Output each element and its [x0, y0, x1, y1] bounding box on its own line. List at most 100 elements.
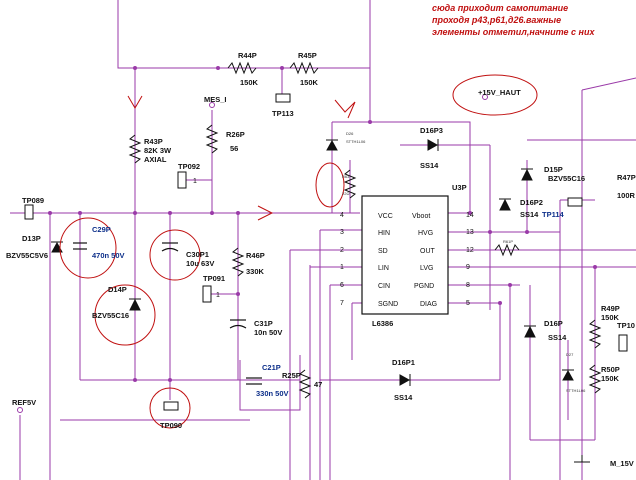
r43p-arrow	[127, 95, 143, 109]
ic-pin-name: VCC	[378, 213, 393, 220]
junction	[368, 120, 372, 124]
junction	[133, 211, 137, 215]
haut-circle	[452, 74, 538, 116]
junction	[48, 211, 52, 215]
note-line-2: проходя р43,р61,д26.важные	[432, 15, 561, 25]
d26-value: STTH1L06	[346, 139, 366, 144]
r43p-label: R43P	[144, 137, 163, 146]
r46p-value: 330K	[246, 267, 265, 276]
junction	[236, 211, 240, 215]
r63-label: R63	[342, 174, 350, 179]
d14p-circle	[94, 284, 156, 346]
right-top-wire	[581, 77, 636, 91]
d26-label: D26	[346, 131, 354, 136]
c31p-value: 10n 50V	[254, 328, 282, 337]
ic-body	[361, 195, 449, 315]
ic-pin-name: SGND	[378, 301, 398, 308]
r26p-label: R26P	[226, 130, 245, 139]
r25p-symbol	[298, 369, 312, 399]
ic-pin-num: 12	[466, 247, 474, 254]
r50p-symbol	[588, 364, 602, 394]
junction	[488, 230, 492, 234]
tp114-box	[567, 197, 583, 207]
capacitors	[73, 242, 262, 385]
note-line-3: элементы отметил,начните с них	[432, 27, 595, 37]
tp092-pin: 1	[193, 178, 197, 185]
d14p-value: BZV55C16	[92, 311, 129, 320]
junction	[525, 230, 529, 234]
r63-value: 22Ω	[342, 191, 349, 196]
ic-pin-name: CIN	[378, 283, 390, 290]
junction	[280, 66, 284, 70]
r43p-symbol	[128, 134, 142, 164]
tp089-label: TP089	[22, 196, 44, 205]
d16p2-label: D16P2	[520, 198, 543, 207]
ic-pin-num: 5	[466, 300, 470, 307]
ic-pin-name: LIN	[378, 265, 389, 272]
mes-i-probe	[209, 102, 215, 108]
tp090-label: TP090	[160, 421, 182, 430]
junction	[468, 211, 472, 215]
r26p-symbol	[205, 124, 219, 154]
ic-pin-num: 9	[466, 264, 470, 271]
c30p1-plate-b	[161, 247, 179, 252]
c31p-plate-b	[229, 324, 247, 329]
d16p1-symbol	[399, 374, 411, 386]
r46p-symbol	[231, 247, 245, 277]
haut-probe	[482, 94, 488, 100]
d16p1-value: SS14	[394, 393, 413, 402]
mes-i-label: MES_I	[204, 95, 227, 104]
junction	[498, 301, 502, 305]
ic-pin-name: HIN	[378, 230, 390, 237]
d15p-symbol	[521, 168, 533, 181]
ic-pin-name: OUT	[420, 248, 436, 255]
r47p-value: 100R	[617, 191, 636, 200]
ic-pin-name: PGND	[414, 283, 434, 290]
ic-pin-name: HVG	[418, 230, 433, 237]
ic-pin-num: 7	[340, 300, 344, 307]
ic-pin-name: Vboot	[412, 213, 430, 220]
tp089-box	[24, 204, 34, 220]
c30p1-circle	[149, 229, 201, 281]
ic-ref: U3P	[452, 183, 467, 192]
d27-label: D27	[566, 352, 574, 357]
d13p-value: BZV55C5V6	[6, 251, 48, 260]
r50p-label: R50P	[601, 365, 620, 374]
top-frame-wire	[117, 0, 371, 69]
r26p-value: 56	[230, 144, 238, 153]
ic-part: L6386	[372, 319, 393, 328]
junction	[210, 211, 214, 215]
d13p-symbol	[51, 241, 63, 253]
tp092-box	[177, 171, 187, 189]
r44p-label: R44P	[238, 51, 257, 60]
junction	[216, 66, 220, 70]
r25p-value: 47	[314, 380, 322, 389]
r61-label: R61P	[503, 239, 513, 244]
junction	[593, 265, 597, 269]
red-markup	[59, 74, 538, 429]
resistors	[128, 61, 602, 399]
ic-pin-name: LVG	[420, 265, 434, 272]
ic-pin-num: 8	[466, 282, 470, 289]
r47p-label: R47P	[617, 173, 636, 182]
d16p2-value: SS14	[520, 210, 539, 219]
junctions	[48, 66, 597, 382]
junction	[133, 66, 137, 70]
tp091-label: TP091	[203, 274, 225, 283]
note-line-1: сюда приходит самопитание	[432, 3, 568, 13]
c29p-circle	[59, 217, 117, 279]
junction	[168, 378, 172, 382]
d13p-label: D13P	[22, 234, 41, 243]
tp090-box	[163, 401, 179, 411]
m15v-label: M_15V	[610, 459, 634, 468]
d15p-label: D15P	[544, 165, 563, 174]
diodes	[51, 139, 574, 386]
d16p-symbol	[524, 325, 536, 338]
c21p-value: 330n 50V	[256, 389, 289, 398]
r50p-value: 150K	[601, 374, 620, 383]
p15v-haut-label: +15V_HAUT	[478, 88, 521, 97]
r45p-value: 150K	[300, 78, 319, 87]
tp113-label: TP113	[272, 109, 294, 118]
d26-symbol	[326, 139, 338, 151]
